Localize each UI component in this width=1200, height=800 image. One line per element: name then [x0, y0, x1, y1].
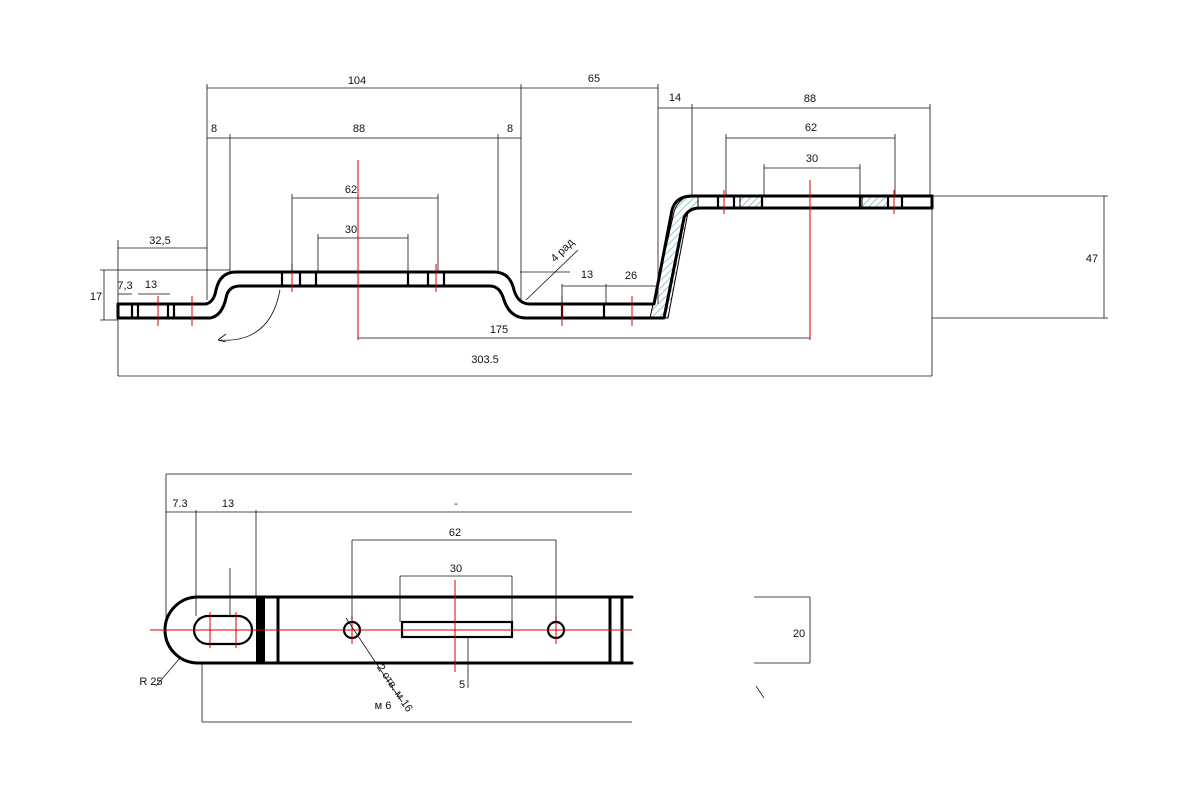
- hatched-section-top-left: [739, 196, 763, 208]
- radius-r25: R 25: [139, 676, 162, 688]
- dim-14: 14: [669, 92, 681, 104]
- part-outline-top: [116, 194, 934, 306]
- dim-8-right: 8: [507, 123, 513, 135]
- dim-30-right: 30: [806, 153, 818, 165]
- dim-30-mid: 30: [345, 224, 357, 236]
- radius-note: 4 рад: [549, 236, 578, 265]
- hatched-section-slope: [649, 195, 699, 319]
- dim-62-right: 62: [805, 122, 817, 134]
- dim-13-left: 13: [145, 279, 157, 291]
- thread-m6: м 6: [375, 700, 392, 712]
- dim-17: 17: [90, 291, 102, 303]
- dim-47: 47: [1086, 253, 1098, 265]
- dim-7-3: 7,3: [117, 280, 132, 292]
- part-outline-bottom: [116, 206, 934, 320]
- dim-32-5: 32,5: [149, 235, 170, 247]
- dim-65: 65: [588, 73, 600, 85]
- hole-section: [716, 194, 736, 210]
- hole-section: [886, 194, 904, 210]
- hole-section: [166, 302, 176, 320]
- dim-26: 26: [625, 270, 637, 282]
- side-view: 104 65 14 88 8 88 8 62 30 62 30 32,5 7,3…: [90, 73, 1108, 377]
- dim-88-mid: 88: [353, 123, 365, 135]
- dim-5-top: 5: [459, 679, 465, 691]
- top-view: 7.3 13 - 62 30 20 5 R 25 м 6 2 отв. м 16: [139, 473, 811, 723]
- dim-dash-top: -: [454, 498, 458, 510]
- dim-13-mid: 13: [581, 269, 593, 281]
- dim-303-5: 303.5: [471, 354, 499, 366]
- dim-8-left: 8: [211, 123, 217, 135]
- dim-30-top: 30: [450, 563, 462, 575]
- dim-13-top: 13: [222, 498, 234, 510]
- dim-62-mid: 62: [345, 184, 357, 196]
- hole-section: [280, 270, 302, 288]
- dim-88-right: 88: [804, 93, 816, 105]
- dim-62-top: 62: [449, 527, 461, 539]
- hole-section: [130, 302, 140, 320]
- dim-104: 104: [348, 75, 366, 87]
- dim-7-3-top: 7.3: [172, 498, 187, 510]
- hatched-section-top-right: [861, 196, 889, 208]
- dim-20-top: 20: [793, 628, 805, 640]
- dim-175: 175: [490, 324, 508, 336]
